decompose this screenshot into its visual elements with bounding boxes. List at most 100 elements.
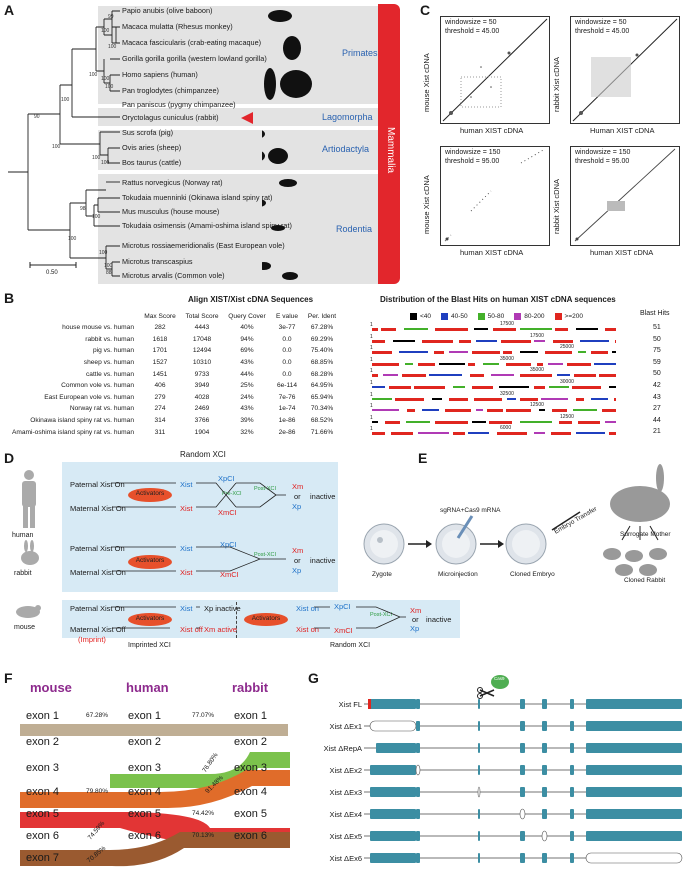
blast-hit-segment: [578, 420, 600, 424]
legend-item: >=200: [554, 313, 583, 320]
blast-hit-segment: [372, 339, 385, 343]
align-cell: 68.85%: [310, 359, 334, 367]
legend-label: 40-50: [451, 313, 468, 320]
blast-hit-segment: [614, 397, 616, 401]
blast-hit-segment: [453, 386, 465, 388]
blast-hit-segment: [557, 374, 570, 377]
blast-hit-segment: [372, 351, 392, 355]
dotplot-xlabel: Human XIST cDNA: [590, 126, 655, 135]
blast-hit-segment: [545, 351, 572, 355]
paternal-xist-on: Paternal Xist On: [70, 604, 125, 613]
align-cell: 0.0: [282, 335, 292, 343]
exon-block: [370, 699, 416, 709]
dotplot-window: windowsize = 150: [445, 149, 501, 156]
blast-hit-segment: [534, 432, 545, 435]
construct-label: Xist ΔEx6: [329, 854, 362, 863]
exon-block: [416, 853, 420, 863]
cas9-label: Cas9: [494, 676, 505, 681]
dotplot-xlabel: human XIST cDNA: [460, 248, 524, 257]
exon-block: [370, 831, 416, 841]
align-cell: 1701: [152, 347, 168, 355]
deleted-exon: [519, 808, 526, 820]
blast-hit-segment: [372, 432, 385, 436]
human-exon: exon 2: [128, 736, 162, 748]
species-label: Macaca mulatta (Rhesus monkey): [122, 22, 233, 31]
blast-hit-segment: [474, 328, 488, 330]
blast-start: 1: [370, 333, 373, 340]
blast-hit-segment: [553, 339, 573, 343]
mouse-exon: exon 1: [26, 710, 60, 722]
exon-block: [586, 831, 682, 841]
dotplot-svg: [442, 18, 548, 122]
legend-swatch: [441, 313, 449, 320]
blast-hit-segment: [483, 362, 499, 365]
blast-track: [372, 409, 616, 413]
spiny-rat-icon: [271, 225, 285, 231]
cloned-embryo-label: Cloned Embryo: [510, 571, 555, 578]
dotplot-window: windowsize = 50: [445, 19, 497, 26]
blast-hit-segment: [372, 328, 378, 331]
blast-hit-segment: [470, 374, 484, 378]
blast-end: 17500: [500, 321, 514, 327]
header-cell: Per. Ident: [307, 312, 337, 320]
xm-label: Xm: [410, 606, 422, 615]
blast-hit-segment: [520, 397, 538, 401]
blast-hits: 51: [653, 324, 661, 331]
random-xci-title: Random XCI: [180, 450, 226, 459]
blast-start: 1: [370, 403, 373, 410]
blast-hit-segment: [548, 362, 563, 365]
panel-label-g: G: [308, 670, 319, 686]
align-row-name: Okinawa island spiny rat vs. human: [30, 417, 134, 425]
xp-inactive-label: Xp inactive: [204, 604, 241, 613]
exon-block: [416, 743, 420, 753]
construct-label: Xist ΔEx1: [329, 722, 362, 731]
blast-hit-segment: [476, 339, 497, 342]
construct-label: Xist ΔEx2: [329, 766, 362, 775]
blast-hits: 75: [653, 347, 661, 355]
blast-end: 17500: [530, 332, 544, 339]
blast-track: [372, 339, 616, 343]
activators-ellipse: Activators: [128, 613, 172, 626]
human-exon: exon 5: [128, 808, 162, 820]
align-cell: 12494: [192, 347, 212, 355]
blast-end: 32500: [500, 390, 514, 397]
blast-end: 6000: [500, 425, 512, 432]
imprinted-xci-label: Imprinted XCI: [128, 642, 171, 649]
blast-hit-segment: [574, 374, 596, 378]
pig-icon: [262, 130, 265, 138]
scale-bar-label: 0.50: [46, 270, 58, 276]
blast-hit-segment: [507, 397, 516, 400]
blast-hit-segment: [605, 328, 616, 331]
align-cell: 69.29%: [310, 335, 334, 343]
xpci-label: XpCI: [334, 602, 351, 611]
blast-track: [372, 397, 616, 401]
mouse-exon: exon 5: [26, 808, 60, 820]
blast-hit-segment: [422, 409, 439, 412]
inactive-label: inactive: [310, 492, 336, 501]
blast-hit-segment: [576, 432, 605, 435]
legend-swatch: [514, 313, 522, 320]
align-cell: 64.95%: [310, 382, 334, 390]
dotplot-ylabel: mouse Xist cDNA: [422, 175, 431, 234]
blast-hit-segment: [372, 397, 392, 400]
blast-hit-segment: [539, 409, 545, 412]
dotplot-mouse-human-50: [440, 16, 550, 124]
prexci-label: Pre-XCI: [222, 491, 242, 497]
align-table: Max Score Total Score Query Cover E valu…: [0, 310, 340, 438]
activators-ellipse: Activators: [244, 613, 288, 626]
human-exon: exon 3: [128, 762, 162, 774]
blast-hit-segment: [476, 409, 483, 412]
blast-hit-segment: [489, 420, 512, 424]
rabbit-exon: exon 6: [234, 830, 268, 842]
blast-hit-segment: [383, 374, 398, 377]
exon-block: [570, 853, 574, 863]
align-cell: 3766: [194, 417, 210, 425]
cloning-workflow: [363, 464, 670, 576]
exon-block: [478, 699, 480, 709]
mammalia-bar: [378, 4, 400, 284]
xist-label: Xist: [180, 504, 193, 513]
dotplot-threshold: threshold = 95.00: [575, 158, 630, 165]
bootstrap-value: 100: [101, 160, 110, 166]
